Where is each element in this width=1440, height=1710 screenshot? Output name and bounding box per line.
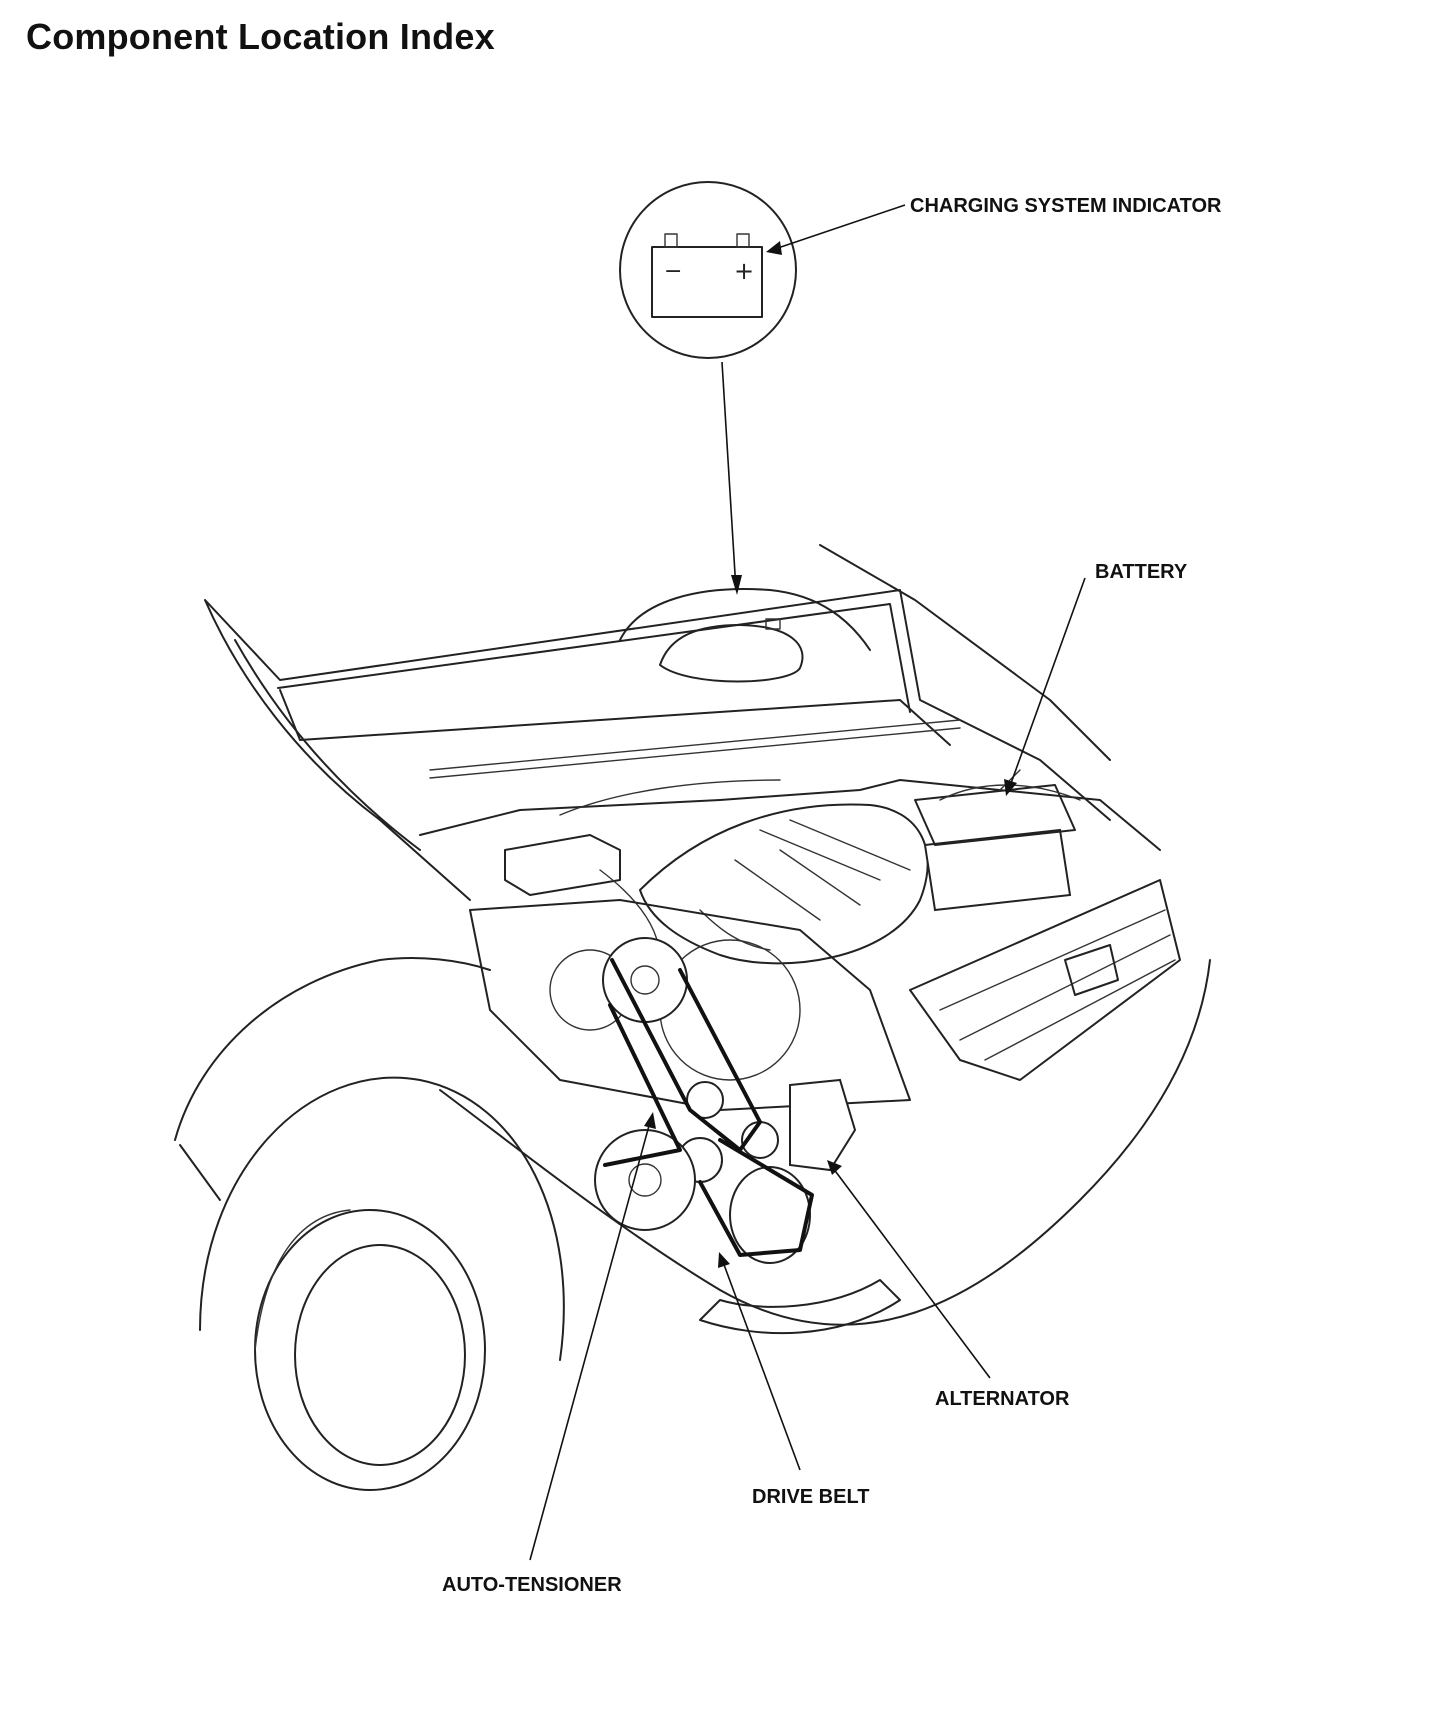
crankshaft-pulley-large — [602, 937, 688, 1023]
battery-icon-terminal-right — [736, 233, 750, 248]
battery-arrowhead — [1004, 779, 1017, 796]
battery-icon: − + — [651, 233, 763, 318]
body-side — [174, 957, 491, 1201]
tire-outer — [254, 1209, 486, 1491]
engine-cover — [639, 803, 929, 965]
crankshaft-pulley-hub — [630, 965, 660, 995]
lower-crank-pulley-hub — [628, 1163, 662, 1197]
cowl — [619, 588, 871, 651]
open-hood — [204, 544, 1111, 901]
tire-tread — [254, 1209, 351, 1351]
callout-labels: CHARGING SYSTEM INDICATOR BATTERY ALTERN… — [442, 195, 1222, 1596]
drive-belt-path — [603, 958, 814, 1257]
ac-compressor-pulley — [729, 1166, 811, 1264]
alternator-body — [789, 1078, 857, 1172]
battery-drawing — [914, 769, 1081, 912]
battery-icon-terminal-left — [664, 233, 678, 248]
lower-crank-pulley — [594, 1129, 696, 1231]
charging-system-indicator-inset: − + — [619, 181, 797, 595]
front-wheel — [199, 1076, 565, 1491]
engine-cover-ribs — [734, 819, 911, 921]
hood-strut — [429, 719, 961, 779]
inset-circle — [619, 181, 797, 359]
under-hood-fuse-box — [504, 834, 621, 896]
gauge-cluster-outline — [659, 624, 804, 683]
auto-tensioner-leader — [529, 1121, 651, 1561]
wheel-arch — [199, 1076, 565, 1361]
charging-indicator-arrowhead — [766, 241, 782, 255]
engine-bay-edge — [419, 779, 1161, 851]
battery-case — [923, 828, 1072, 912]
drive-belt-arrowhead — [718, 1252, 730, 1268]
drive-belt-system — [594, 937, 857, 1264]
vehicle-illustration — [174, 544, 1211, 1491]
grille-emblem — [1064, 944, 1119, 996]
inset-to-cluster-arrow-line — [721, 361, 737, 591]
page-title: Component Location Index — [26, 16, 495, 57]
lower-bumper — [699, 1279, 901, 1335]
grille-bars — [939, 909, 1176, 1061]
label-alternator: ALTERNATOR — [935, 1388, 1070, 1410]
headlight — [469, 899, 911, 1111]
label-charging-system-indicator: CHARGING SYSTEM INDICATOR — [910, 195, 1222, 217]
charging-indicator-leader — [771, 204, 906, 251]
inset-to-cluster-arrow-head — [731, 575, 742, 595]
drive-belt-leader — [722, 1261, 801, 1471]
front-bumper — [439, 959, 1211, 1326]
front-grille — [909, 879, 1181, 1081]
battery-leader — [1009, 577, 1086, 787]
battery-plus-sign: + — [734, 257, 754, 285]
label-drive-belt: DRIVE BELT — [752, 1486, 869, 1508]
gauge-cluster-indicator-lamp — [765, 618, 781, 630]
alternator-leader — [832, 1167, 991, 1379]
tire-inner — [294, 1244, 466, 1466]
alternator-arrowhead — [827, 1160, 842, 1175]
auto-tensioner-arrowhead — [644, 1112, 656, 1129]
label-battery: BATTERY — [1095, 561, 1188, 583]
label-auto-tensioner: AUTO-TENSIONER — [442, 1574, 622, 1596]
battery-minus-sign: − — [664, 259, 682, 284]
leader-lines — [529, 204, 1086, 1561]
battery-icon-body — [651, 246, 763, 318]
